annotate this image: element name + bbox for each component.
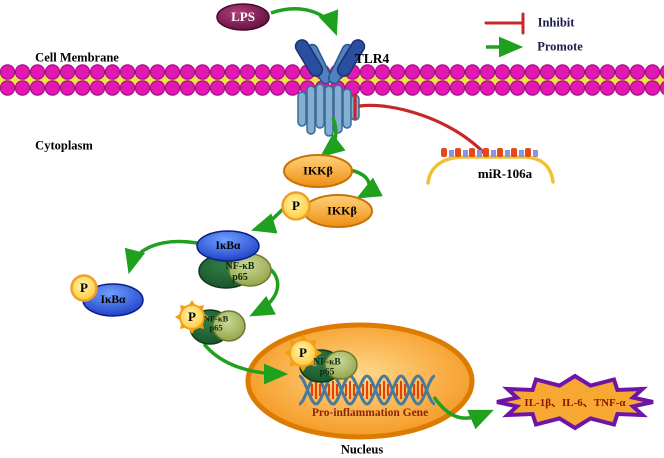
lps-label: LPS (231, 9, 255, 24)
ikba-label-complex: IκBα (215, 240, 241, 252)
ikba-label-free: IκBα (100, 294, 126, 306)
arrow-pikkb-to-ikba-complex (250, 206, 286, 234)
phospho-label-1: P (292, 198, 300, 213)
nfkb-line: NF-κB (313, 357, 341, 368)
p65-line: p65 (209, 323, 223, 333)
mir106a-strand (426, 148, 555, 185)
arrow-tlr4-to-ikkb (319, 117, 346, 158)
nucleus-shape (245, 322, 475, 440)
ikba-nfkb-complex (196, 230, 272, 289)
nucleus-label: Nucleus (340, 442, 384, 457)
mir106a-label: miR-106a (477, 166, 533, 181)
arrow-lps-to-tlr4 (270, 7, 339, 36)
phospho-circle-ikkb (281, 191, 311, 221)
mir106a-nucleotides (441, 148, 538, 157)
phospho-label-4: P (299, 345, 307, 360)
nfkb-line: NF-κB (225, 261, 255, 272)
tlr4-receptor (294, 39, 366, 137)
phospho-label-2: P (80, 280, 88, 295)
p65-line: p65 (232, 272, 248, 283)
legend-inhibit-symbol (484, 12, 525, 35)
legend-inhibit-label: Inhibit (537, 15, 575, 30)
arrow-ikkb-to-pikkb (349, 168, 383, 199)
phospho-ikkb-label: IKKβ (327, 203, 357, 218)
arrow-free-nfkb-to-nucleus (202, 342, 289, 385)
nfkb-label-complex: NF-κB p65 (226, 261, 255, 283)
nfkb-line: NF-κB (203, 313, 229, 324)
p65-line: p65 (319, 368, 335, 378)
cytokines-label: IL-1β、IL-6、TNF-α (524, 397, 626, 409)
tlr4-label: TLR4 (354, 51, 390, 66)
lps-shape (216, 3, 270, 31)
cytoplasm-label: Cytoplasm (35, 138, 93, 153)
nfkb-label-nucleus: NF-κB p65 (313, 358, 340, 379)
pro-inflammation-gene-label: Pro-inflammation Gene (311, 407, 429, 419)
cytokine-burst (496, 373, 654, 431)
arrow-complex-to-pikba (124, 239, 198, 275)
phospho-label-3: P (188, 309, 196, 324)
ikkb-label: IKKβ (303, 163, 333, 178)
phospho-ikba (70, 274, 144, 317)
ikkb-shape (283, 154, 353, 188)
cell-membrane-label: Cell Membrane (35, 50, 119, 65)
legend-promote-label: Promote (537, 39, 583, 54)
phospho-nfkb-free (175, 300, 246, 345)
phospho-nfkb-nucleus (284, 334, 358, 383)
arrow-gene-to-cytokines (432, 396, 494, 430)
inhibit-line-mir-tlr4 (353, 93, 490, 159)
nfkb-label-free: NF-κB p65 (203, 313, 229, 334)
